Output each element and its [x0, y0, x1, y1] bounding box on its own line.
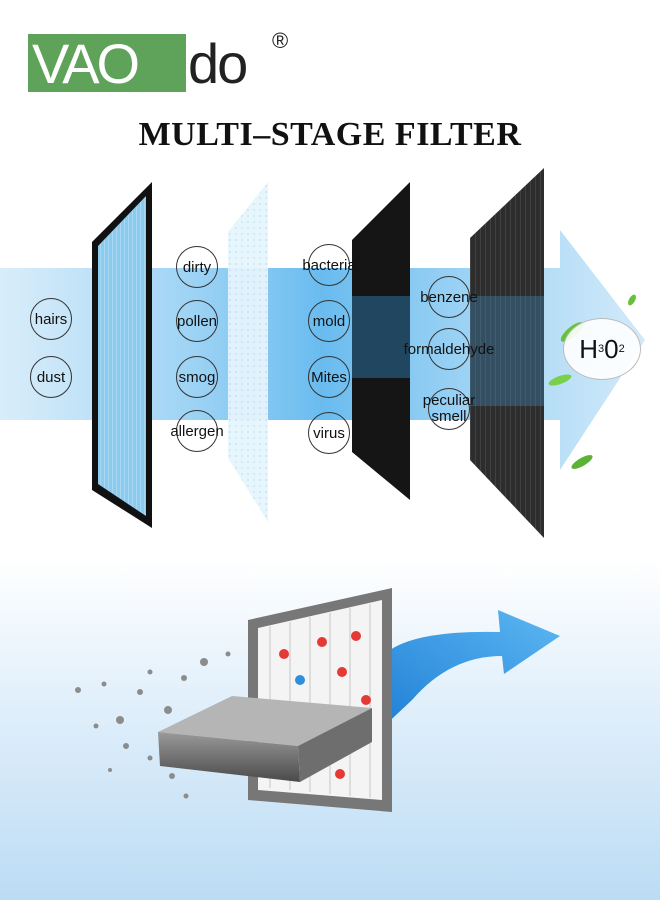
page-title: MULTI–STAGE FILTER [138, 116, 522, 153]
leaf-icon [548, 374, 572, 386]
incoming-particles [75, 651, 231, 799]
contaminant-label-mold: mold [308, 300, 350, 342]
filter-stages-illustration [0, 168, 645, 538]
clean-air-arrow-icon [380, 610, 560, 730]
contaminant-label-benzene: benzene [420, 276, 478, 318]
contaminant-label-hairs: hairs [30, 298, 72, 340]
contaminant-label-virus: virus [308, 412, 350, 454]
contaminant-label-bacteria: bacteria [302, 244, 356, 286]
contaminant-label-mites: Mites [308, 356, 350, 398]
contaminant-label-allergen: allergen [170, 410, 224, 452]
contaminant-label-pollen: pollen [176, 300, 218, 342]
contaminant-label-peculiar-smell: peculiar smell [423, 388, 475, 430]
leaf-icon [571, 455, 593, 469]
logo-text-primary: VAO [32, 32, 140, 95]
pre-filter-slab [158, 696, 372, 746]
foam-filter-stage2 [228, 182, 268, 522]
logo-text-secondary: do [188, 32, 248, 95]
filtration-diagram [75, 588, 560, 812]
leaf-icon [628, 294, 636, 306]
carbon-filter-stage4 [470, 168, 544, 538]
contaminant-label-smog: smog [176, 356, 218, 398]
registered-mark: ® [272, 28, 289, 53]
brand-logo: VAO [28, 34, 186, 92]
contaminant-label-dust: dust [30, 356, 72, 398]
contaminant-label-formaldehyde: formaldehyde [404, 328, 494, 370]
contaminant-label-dirty: dirty [176, 246, 218, 288]
